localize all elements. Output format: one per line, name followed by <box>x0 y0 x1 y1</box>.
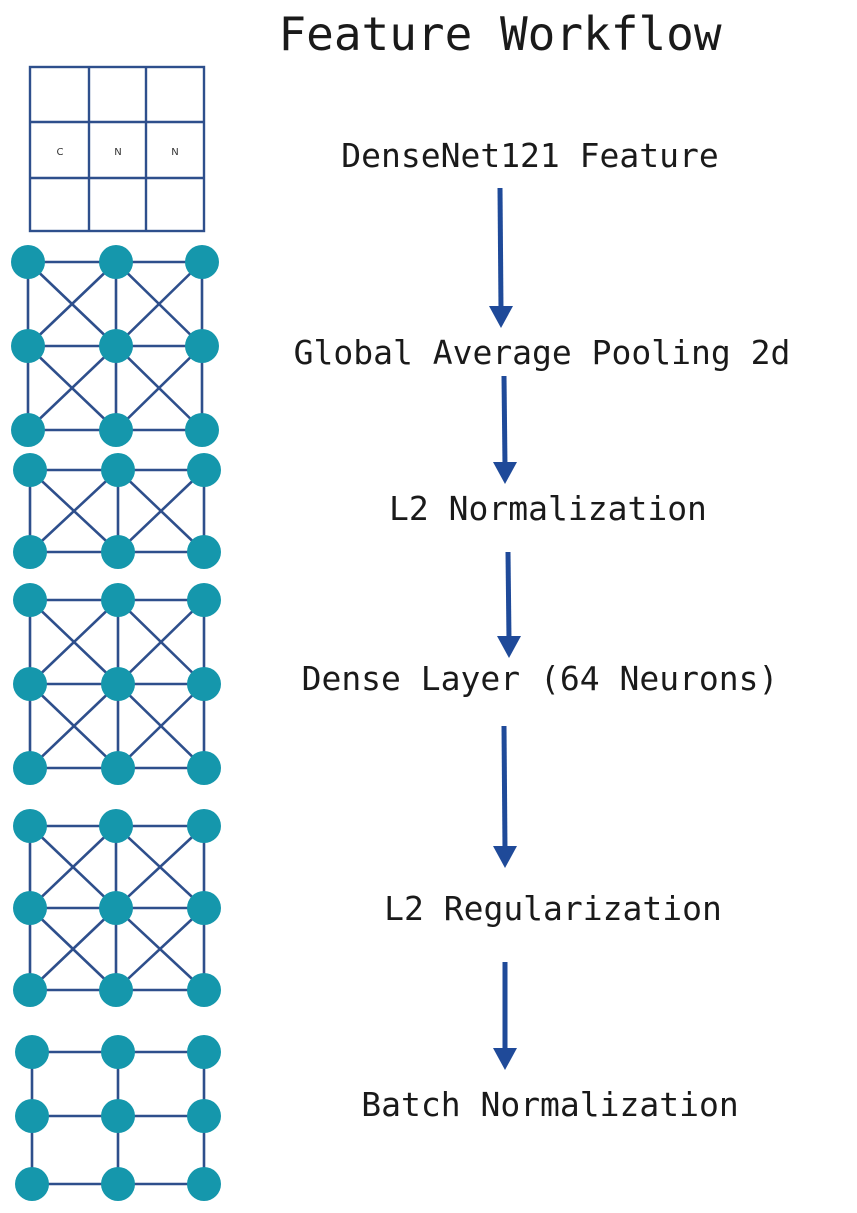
network-block-icon <box>13 453 221 569</box>
step-label: L2 Normalization <box>389 489 707 528</box>
flow-arrow-icon <box>493 725 517 868</box>
flow-arrow-icon <box>489 187 513 328</box>
step-label: Batch Normalization <box>361 1085 739 1124</box>
grid-cell-label: N <box>114 147 121 158</box>
grid-cell-label: N <box>171 147 178 158</box>
step-label: Dense Layer (64 Neurons) <box>302 659 779 698</box>
step-label: DenseNet121 Feature <box>341 136 719 175</box>
flow-arrow-icon <box>493 962 517 1070</box>
step-label: L2 Regularization <box>384 889 722 928</box>
network-block-icon <box>13 809 221 1007</box>
network-block-icon <box>13 583 221 785</box>
network-block-icon <box>15 1035 221 1201</box>
grid-cell-label: C <box>57 147 64 158</box>
flow-arrow-icon <box>493 375 517 484</box>
cnn-grid-icon: C N N <box>28 65 206 233</box>
step-label: Global Average Pooling 2d <box>294 333 791 372</box>
diagram-title: Feature Workflow <box>278 7 721 61</box>
network-block-icon <box>11 245 219 447</box>
flow-arrow-icon <box>497 551 521 658</box>
